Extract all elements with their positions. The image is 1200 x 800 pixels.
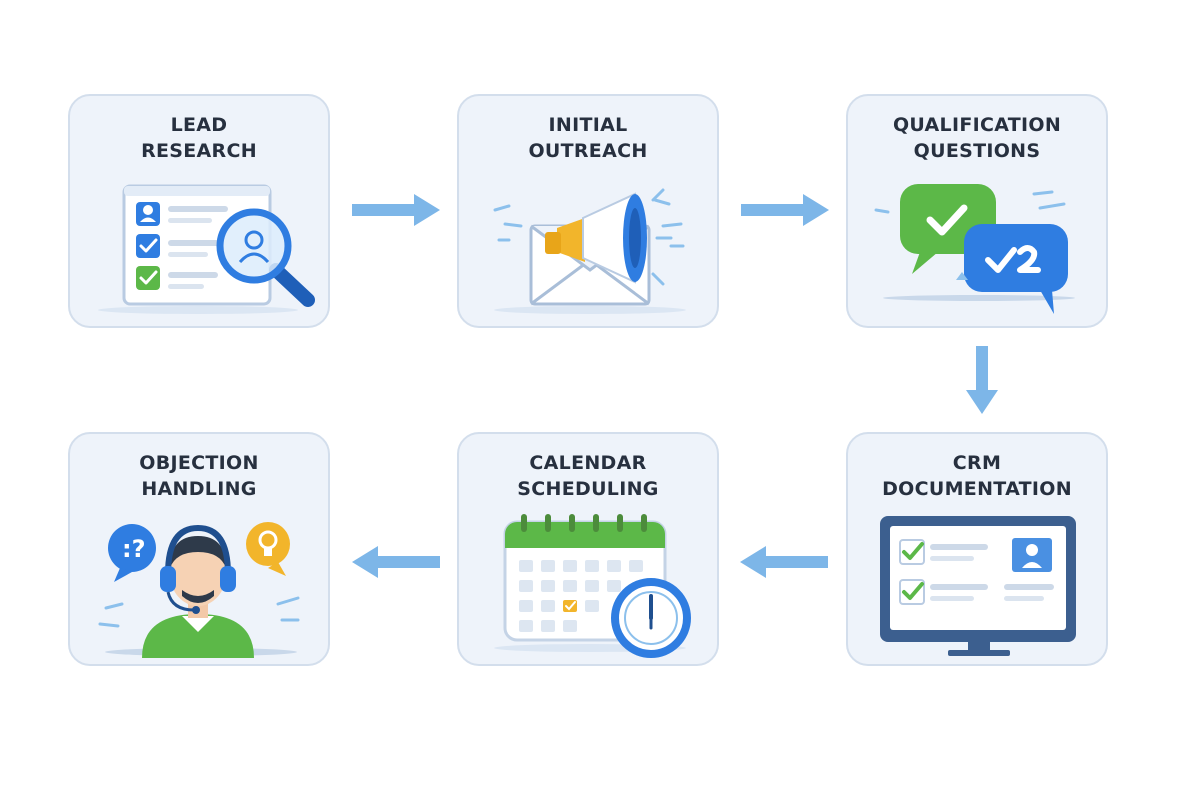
step-title: CALENDAR SCHEDULING	[517, 452, 659, 500]
left-arrow	[350, 544, 440, 584]
headset-agent-icon: :?	[98, 522, 300, 658]
step-title: OBJECTION HANDLING	[139, 452, 259, 500]
svg-text::?: :?	[122, 535, 146, 563]
step-card-qualification-questions: QUALIFICATION QUESTIONS	[846, 94, 1108, 328]
right-arrow	[352, 192, 442, 232]
down-arrow	[964, 346, 1000, 420]
step-card-initial-outreach: INITIAL OUTREACH	[457, 94, 719, 328]
step-card-lead-research: LEAD RESEARCH	[68, 94, 330, 328]
step-card-calendar-scheduling: CALENDAR SCHEDULING	[457, 432, 719, 666]
step-card-objection-handling: OBJECTION HANDLING :?	[68, 432, 330, 666]
step-title: QUALIFICATION QUESTIONS	[892, 114, 1062, 162]
step-title: CRM DOCUMENTATION	[882, 452, 1072, 500]
step-card-crm-documentation: CRM DOCUMENTATION	[846, 432, 1108, 666]
step-title: INITIAL OUTREACH	[528, 114, 648, 162]
right-arrow	[741, 192, 831, 232]
magnifying-glass-profile-icon	[98, 184, 315, 314]
calendar-clock-icon	[494, 514, 691, 658]
chat-bubbles-icon	[874, 184, 1075, 314]
monitor-checklist-icon	[880, 516, 1076, 656]
megaphone-envelope-icon	[493, 188, 686, 314]
left-arrow	[738, 544, 828, 584]
step-title: LEAD RESEARCH	[141, 114, 257, 162]
